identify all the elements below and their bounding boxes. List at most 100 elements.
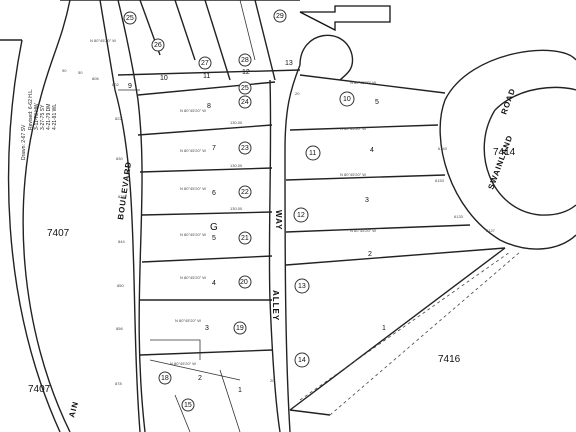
rain-label: AIN [67, 400, 80, 419]
svg-text:N 80°45'20" W: N 80°45'20" W [175, 318, 201, 323]
block-7407-top: 7407 [47, 228, 70, 239]
west-lots: 9 25 8 24 7 23 6 22 5 21 4 20 3 19 2 18 … [128, 81, 252, 412]
alley-west-edge [268, 79, 281, 432]
lot-line-8-7 [137, 124, 273, 136]
east-lot-line-bottom [289, 409, 331, 416]
svg-text:N 80°45'20" W: N 80°45'20" W [180, 232, 206, 237]
svg-text:806: 806 [92, 76, 99, 81]
boulevard-inner-edge [99, 0, 141, 432]
block-7416: 7416 [438, 354, 461, 365]
lot-1-parcel: 15 [184, 402, 192, 409]
svg-text:14: 14 [298, 357, 306, 364]
road-label: ROAD [499, 87, 517, 116]
svg-text:130.00: 130.00 [230, 206, 243, 211]
svg-text:11: 11 [309, 150, 316, 157]
svg-text:26: 26 [154, 42, 162, 49]
bearings: N 80°45'20" W N 80°45'20" W N 80°45'20" … [90, 38, 376, 366]
svg-text:822: 822 [115, 116, 122, 121]
svg-text:2: 2 [368, 251, 372, 258]
svg-text:N 80°45'20" W: N 80°45'20" W [90, 38, 116, 43]
svg-text:7: 7 [212, 145, 216, 152]
svg-text:50: 50 [78, 70, 83, 75]
east-lot-line-8 [329, 251, 521, 416]
lot-6-parcel: 22 [241, 189, 249, 196]
svg-text:20: 20 [270, 378, 275, 383]
lot-line-2-1 [149, 359, 241, 381]
swainland-road-outer-b [439, 99, 576, 250]
east-lot-line-3 [285, 174, 446, 181]
svg-text:130.00: 130.00 [230, 163, 243, 168]
swainland-road-outer [444, 49, 576, 101]
svg-text:3-11-73 HW: 3-11-73 HW [34, 103, 40, 130]
svg-text:4: 4 [212, 280, 216, 287]
block-g: G [210, 222, 218, 233]
svg-text:856: 856 [116, 326, 123, 331]
svg-text:10: 10 [343, 96, 351, 103]
lot-line-sub2 [174, 394, 191, 432]
swainland-road-inner-b [483, 109, 576, 216]
east-lot-line-5 [285, 247, 506, 266]
svg-text:27: 27 [201, 60, 209, 67]
east-lots: 10 5 11 4 12 3 13 2 14 1 [293, 91, 386, 368]
svg-text:6143: 6143 [438, 146, 448, 151]
block-7407-bottom: 7407 [28, 384, 51, 395]
svg-text:1: 1 [238, 387, 242, 394]
svg-text:5: 5 [212, 235, 216, 242]
east-lot-line-7 [299, 251, 511, 401]
east-lot-line-1 [299, 74, 446, 94]
lot-3-parcel: 19 [236, 325, 244, 332]
swainland-label: SWAINLAND [486, 134, 514, 191]
svg-text:N 80°45'20" W: N 80°45'20" W [340, 172, 366, 177]
revision-block: Drawn: 2-67 SV Revised: 6-62 H.L. 3-11-7… [21, 89, 58, 160]
lot-line-5-4 [141, 255, 273, 263]
svg-text:N 80°45'20" W: N 80°45'20" W [180, 148, 206, 153]
svg-text:Revised: 6-62 H.L.: Revised: 6-62 H.L. [28, 89, 34, 130]
svg-text:N 80°45'20" W: N 80°45'20" W [350, 80, 376, 85]
svg-text:3: 3 [365, 197, 369, 204]
block-7414: 7414 [493, 147, 516, 158]
svg-text:4: 4 [370, 147, 374, 154]
svg-text:3-27-75 SY: 3-27-75 SY [40, 104, 46, 130]
lot-line-6-5 [141, 211, 273, 216]
svg-text:4-21-79 DM: 4-21-79 DM [46, 104, 52, 130]
lot-9-parcel: 25 [241, 85, 249, 92]
svg-text:838: 838 [118, 194, 125, 199]
boulevard-east-edge [117, 0, 146, 432]
frontage-numbers: 822 830 838 844 850 856 878 806 802 90 5… [62, 68, 496, 386]
svg-text:850: 850 [117, 283, 124, 288]
lot-line-9-8 [137, 81, 276, 96]
svg-text:830: 830 [116, 156, 123, 161]
svg-text:Drawn: 2-67 SV: Drawn: 2-67 SV [21, 124, 27, 160]
north-lots: 27 11 28 12 29 13 26 10 25 [123, 9, 293, 82]
svg-text:28: 28 [241, 57, 249, 64]
svg-text:11: 11 [203, 73, 210, 80]
north-block-line-5 [254, 0, 276, 81]
north-block-line-4 [204, 0, 231, 81]
svg-text:N 80°45'20" W: N 80°45'20" W [340, 126, 366, 131]
cul-de-sac-knob [299, 34, 354, 81]
north-arrow [299, 5, 391, 32]
lot-1-east-boundary [219, 369, 241, 432]
swainland-road-inner [494, 86, 576, 111]
svg-text:5: 5 [375, 99, 379, 106]
way-label: WAY [274, 210, 283, 231]
svg-text:N 80°45'20" W: N 80°45'20" W [180, 108, 206, 113]
lot-line-3-2 [139, 349, 273, 356]
svg-text:9: 9 [128, 83, 132, 90]
svg-text:802: 802 [112, 82, 119, 87]
svg-text:13: 13 [285, 60, 293, 67]
svg-text:2: 2 [198, 375, 202, 382]
alley-east-edge [284, 64, 301, 432]
alley-label: ALLEY [271, 290, 280, 321]
svg-text:12: 12 [297, 212, 305, 219]
boulevard-west-edge [22, 0, 71, 432]
lot-8-parcel: 24 [241, 99, 249, 106]
svg-text:90: 90 [62, 68, 67, 73]
svg-text:N 80°45'20" W: N 80°45'20" W [180, 186, 206, 191]
lot-5-parcel: 21 [241, 235, 249, 242]
svg-text:8: 8 [207, 103, 211, 110]
svg-text:3: 3 [205, 325, 209, 332]
east-lot-line-6 [289, 247, 506, 411]
svg-text:29: 29 [276, 13, 284, 20]
